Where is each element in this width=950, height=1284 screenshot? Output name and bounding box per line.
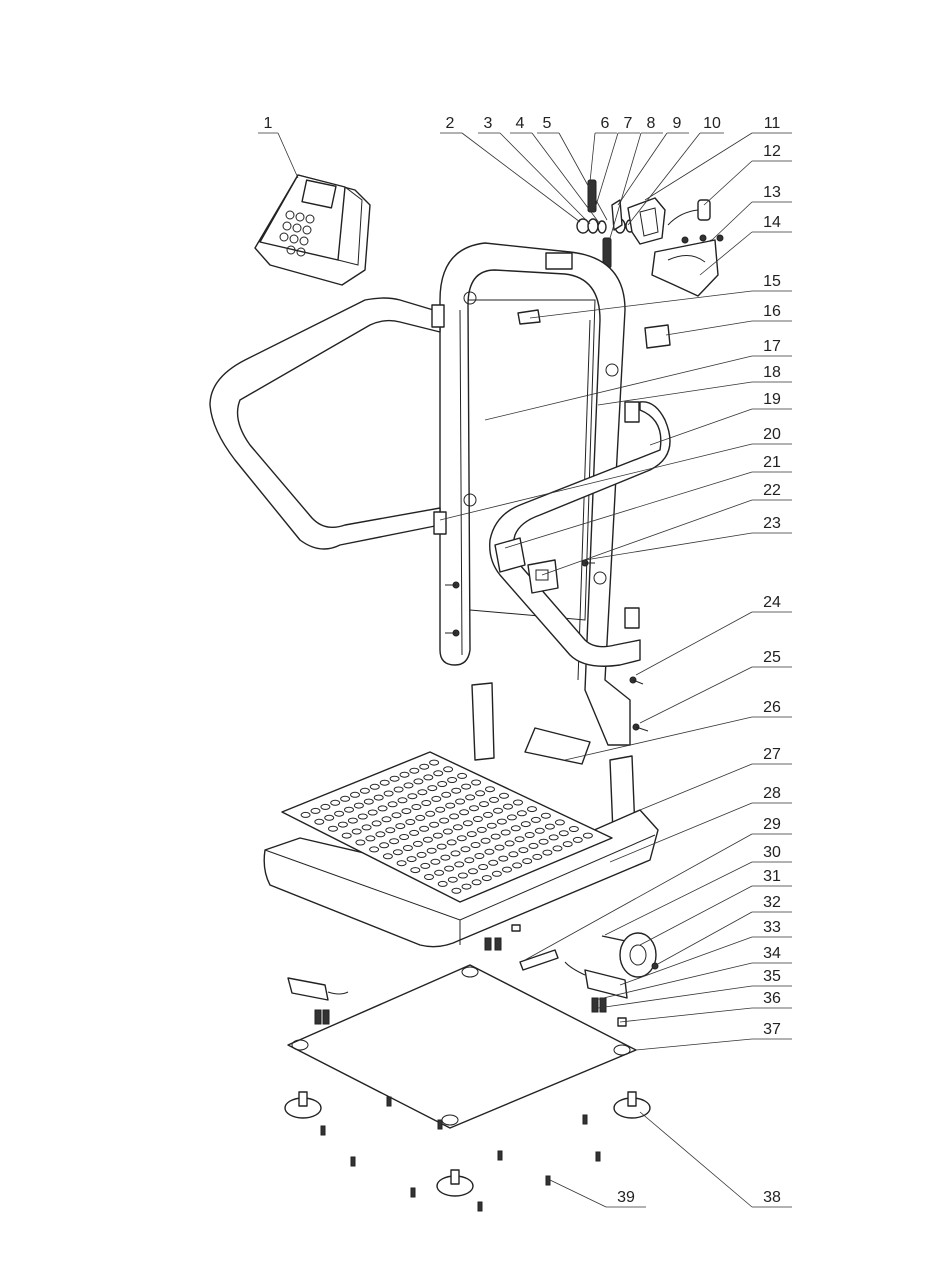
part-number-label: 39 <box>617 1189 635 1206</box>
load-cell-left <box>288 978 348 1024</box>
part-number-label: 13 <box>763 184 781 201</box>
callout-38: 38 <box>640 1112 792 1207</box>
part-number-label: 8 <box>647 115 656 132</box>
cable-connector <box>668 200 710 225</box>
part-number-label: 22 <box>763 482 781 499</box>
load-cell-right <box>565 962 627 1026</box>
part-number-label: 21 <box>763 454 781 471</box>
part-number-label: 2 <box>446 115 455 132</box>
base-plate <box>288 965 636 1128</box>
part-number-label: 11 <box>764 115 781 132</box>
callout-23: 23 <box>585 515 792 560</box>
part-number-label: 26 <box>763 699 781 716</box>
leader-line <box>640 667 752 723</box>
part-number-label: 23 <box>763 515 781 532</box>
leader-line <box>640 764 752 810</box>
part-number-label: 18 <box>763 364 781 381</box>
part-number-label: 32 <box>763 894 781 911</box>
leader-line <box>645 133 752 200</box>
part-number-label: 12 <box>763 143 781 160</box>
part-number-label: 24 <box>763 594 781 611</box>
callout-3: 3 <box>478 115 590 224</box>
leader-line <box>542 500 752 575</box>
part-number-label: 5 <box>543 115 552 132</box>
leader-line <box>704 161 752 205</box>
part-number-label: 17 <box>763 338 781 355</box>
part-number-label: 15 <box>763 273 781 290</box>
part-number-label: 35 <box>763 968 781 985</box>
part-number-label: 14 <box>763 214 781 231</box>
leader-line <box>278 133 298 178</box>
part-number-label: 31 <box>763 868 781 885</box>
leader-line <box>618 133 667 205</box>
leader-line <box>620 1008 752 1022</box>
part-number-label: 37 <box>763 1021 781 1038</box>
leader-line <box>532 133 600 224</box>
leader-line <box>666 321 752 335</box>
part-number-label: 34 <box>763 945 781 962</box>
leader-line <box>640 1112 752 1207</box>
leader-line <box>656 912 752 965</box>
part-number-label: 6 <box>601 115 610 132</box>
indicator-terminal <box>255 175 370 285</box>
part-number-label: 3 <box>484 115 493 132</box>
part-number-label: 10 <box>703 115 721 132</box>
part-number-label: 27 <box>763 746 781 763</box>
part-number-label: 38 <box>763 1189 781 1206</box>
callout-36: 36 <box>620 990 792 1022</box>
callout-39: 39 <box>550 1180 646 1207</box>
leader-line <box>462 133 580 222</box>
part-number-label: 1 <box>264 115 273 132</box>
callout-4: 4 <box>510 115 600 224</box>
left-armrest <box>210 298 446 549</box>
platform-screws <box>485 925 520 950</box>
scale-assembly-drawing <box>210 175 723 1211</box>
part-number-label: 7 <box>624 115 633 132</box>
leader-line <box>500 133 590 224</box>
part-number-label: 25 <box>763 649 781 666</box>
leader-line <box>530 291 752 318</box>
leader-line <box>559 133 607 220</box>
part-number-label: 16 <box>763 303 781 320</box>
leader-line <box>550 1180 606 1207</box>
part-number-label: 28 <box>763 785 781 802</box>
leader-line <box>636 612 752 675</box>
part-number-label: 20 <box>763 426 781 443</box>
leader-line <box>640 886 752 945</box>
part-number-label: 9 <box>673 115 682 132</box>
callout-37: 37 <box>636 1021 792 1050</box>
leader-line <box>565 717 752 760</box>
leader-line <box>590 133 595 182</box>
mounting-bracket <box>628 198 665 244</box>
part-number-label: 4 <box>516 115 525 132</box>
leader-line <box>712 202 752 240</box>
part-number-label: 29 <box>763 816 781 833</box>
part-number-label: 33 <box>763 919 781 936</box>
part-number-label: 30 <box>763 844 781 861</box>
callout-16: 16 <box>666 303 792 335</box>
callout-1: 1 <box>258 115 298 178</box>
leader-line <box>594 133 618 212</box>
part-number-label: 19 <box>763 391 781 408</box>
leader-line <box>636 1039 752 1050</box>
part-number-label: 36 <box>763 990 781 1007</box>
